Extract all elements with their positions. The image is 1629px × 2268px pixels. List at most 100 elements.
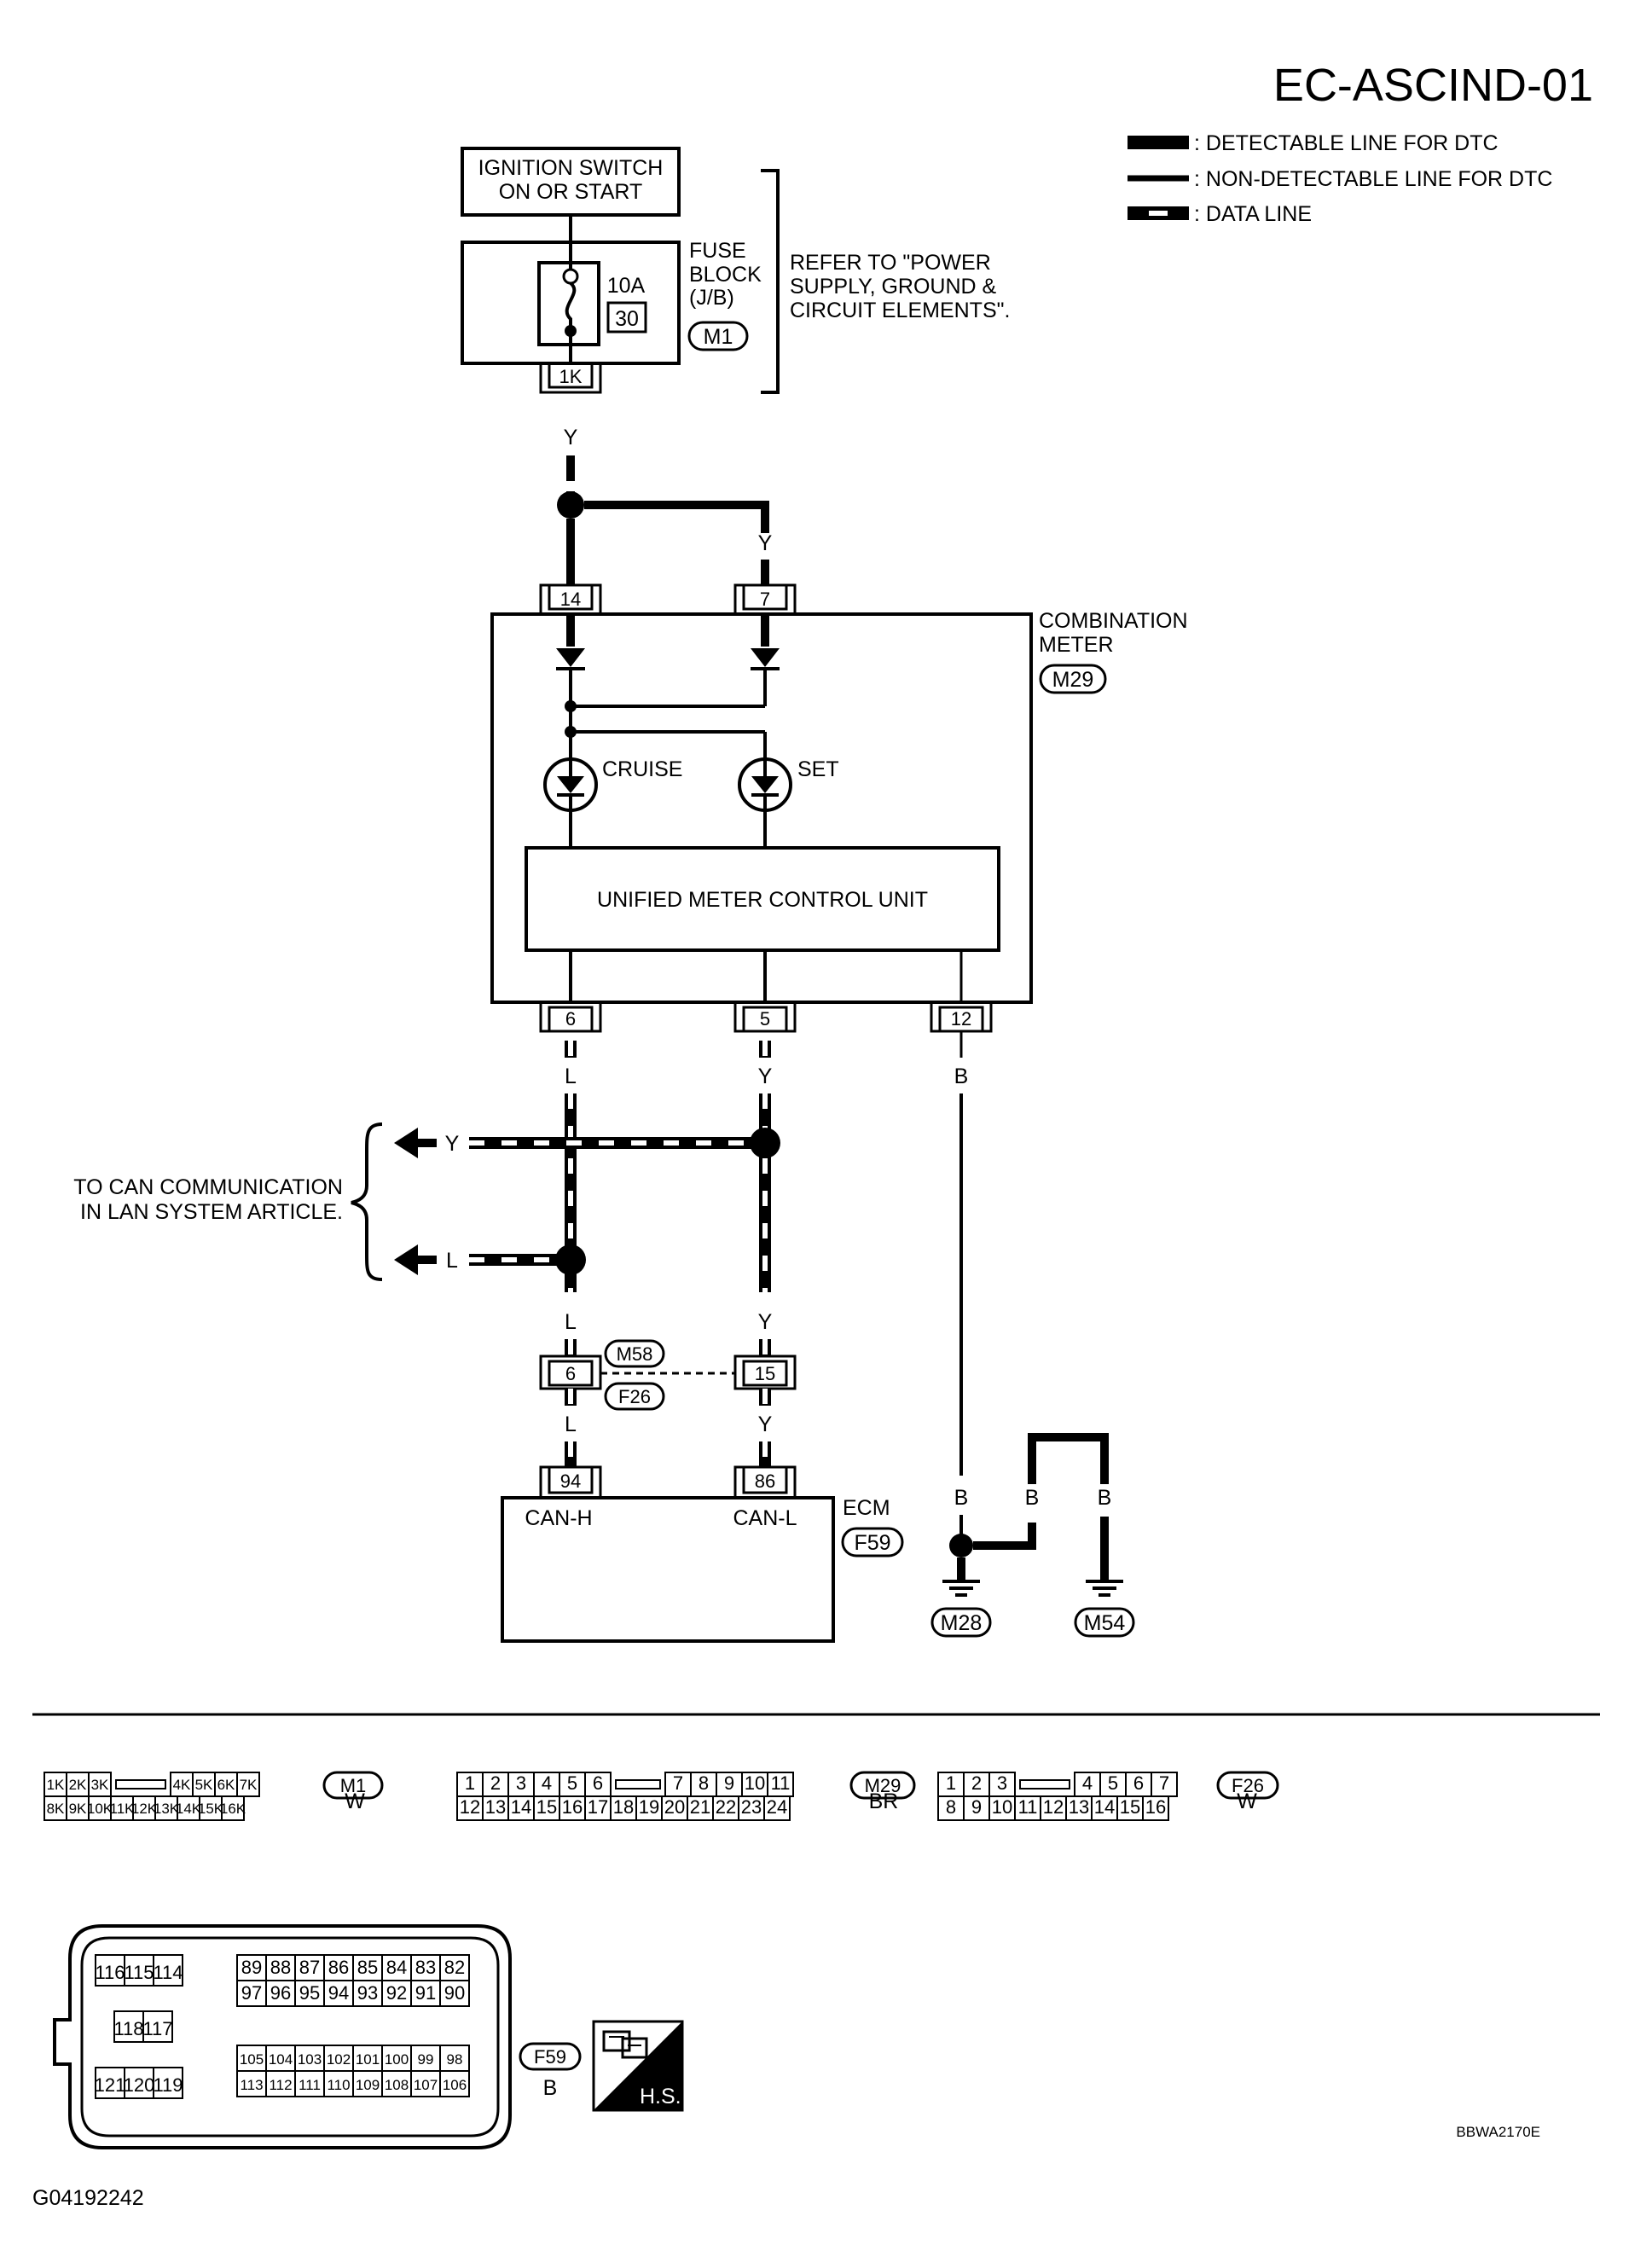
connector-icon [602, 2030, 648, 2059]
connector-pin: 106 [443, 2077, 467, 2093]
connector-m29-name: M29 [865, 1775, 901, 1796]
wire-color-l-mid: L [565, 1310, 577, 1334]
connector-pin: 16 [1145, 1796, 1166, 1818]
connector-pin: 10K [87, 1801, 113, 1817]
ecm-can-h-label: CAN-H [525, 1506, 592, 1530]
connector-pin: 114 [153, 1962, 183, 1983]
connector-pin: 99 [418, 2051, 434, 2068]
connector-pin: 90 [444, 1982, 465, 2004]
connector-pin: 112 [269, 2077, 292, 2093]
connector-pin: 88 [270, 1957, 291, 1978]
fuse-connector-id: M1 [704, 325, 733, 349]
connector-pin: 101 [356, 2051, 380, 2068]
connector-pin: 11K [110, 1801, 136, 1817]
connector-pin: 91 [415, 1982, 436, 2004]
connector-pin: 10 [745, 1772, 765, 1794]
connector-pin: 4 [542, 1772, 552, 1794]
connector-pin: 87 [299, 1957, 320, 1978]
connector-pin: 8 [946, 1796, 956, 1818]
refer-bracket [761, 169, 780, 394]
connector-pin: 21 [690, 1796, 710, 1818]
meter-pin-14: 14 [560, 589, 581, 610]
connector-pin: 4K [173, 1777, 191, 1793]
connector-pin: 7 [673, 1772, 683, 1794]
fuse-connector-badge [687, 321, 749, 351]
connector-pin: 22 [716, 1796, 736, 1818]
connector-pin: 14 [511, 1796, 531, 1818]
fuse-block-label-3: (J/B) [689, 286, 734, 310]
connector-pin: 1 [465, 1772, 475, 1794]
wire-color-l-low: L [565, 1412, 577, 1436]
wire-y-branch [584, 501, 769, 533]
connector-pin: 19 [639, 1796, 659, 1818]
connector-pin: 3 [516, 1772, 526, 1794]
arrow-left-icon [394, 1128, 418, 1158]
connector-pin: 5 [567, 1772, 577, 1794]
ecm-connector-id: F59 [854, 1531, 890, 1555]
connector-pin: 1K [47, 1777, 65, 1793]
connector-pin: 15K [198, 1801, 224, 1817]
connector-pin: 7K [240, 1777, 258, 1793]
ecm-box [501, 1496, 835, 1643]
connector-pin-cell [142, 2010, 173, 2043]
wire-color-y-low: Y [758, 1412, 773, 1436]
connector-pin-cell [439, 1980, 470, 2007]
refer-note-line3: CIRCUIT ELEMENTS". [790, 299, 1010, 322]
fuse-terminal-1k: 1K [559, 366, 583, 387]
connector-pin: 5 [1108, 1772, 1118, 1794]
connector-slot [1019, 1779, 1070, 1789]
fuse-block-label-2: BLOCK [689, 263, 762, 287]
connector-pin: 113 [240, 2077, 263, 2093]
connector-pin: 7 [1159, 1772, 1169, 1794]
meter-pin-7: 7 [760, 589, 770, 610]
connector-pin: 120 [124, 2074, 155, 2096]
connector-pin-cell [153, 2067, 183, 2099]
connector-pin: 82 [444, 1957, 465, 1978]
connector-pin: 5K [195, 1777, 213, 1793]
connector-pin: 8K [47, 1801, 65, 1817]
ground-m28: M28 [941, 1611, 983, 1635]
connector-pin: 110 [327, 2077, 350, 2093]
connector-pin: 84 [386, 1957, 407, 1978]
connector-pin: 97 [241, 1982, 262, 2004]
page-title: EC-ASCIND-01 [1273, 60, 1593, 111]
wire-color-b-g1: B [954, 1486, 969, 1510]
connector-pin: 9 [724, 1772, 734, 1794]
splice-y [750, 1128, 780, 1158]
connector-pin: 94 [328, 1982, 349, 2004]
combination-meter-label-2: METER [1039, 633, 1114, 657]
connector-pin: 8 [699, 1772, 709, 1794]
connector-pin: 118 [113, 2018, 143, 2039]
figure-code: BBWA2170E [1456, 2124, 1540, 2140]
connector-pin-cell [221, 1795, 245, 1821]
wire-color-y2: Y [758, 531, 773, 555]
connector-pin: 12 [460, 1796, 480, 1818]
connector-pin: 10 [992, 1796, 1012, 1818]
set-lamp-label: SET [797, 757, 839, 781]
connector-pin: 9 [971, 1796, 982, 1818]
legend-non-detectable: : NON-DETECTABLE LINE FOR DTC [1194, 167, 1552, 191]
connector-pin: 115 [124, 1962, 154, 1983]
connector-pin: 102 [327, 2051, 351, 2068]
wire-color-y1: Y [564, 426, 578, 450]
connector-m29-color: BR [869, 1789, 899, 1813]
fuse-icon [565, 281, 577, 331]
connector-pin: 117 [142, 2018, 172, 2039]
connector-pin: 12K [131, 1801, 158, 1817]
connector-pin: 15 [1120, 1796, 1140, 1818]
fuse-number: 30 [615, 307, 639, 331]
connector-pin: 11 [1018, 1796, 1038, 1818]
connector-pin: 12 [1043, 1796, 1064, 1818]
arrow-left-icon [394, 1244, 418, 1275]
connector-slot [615, 1779, 661, 1789]
wire-color-b-g2: B [1025, 1486, 1040, 1510]
connector-pin: 3 [997, 1772, 1007, 1794]
ground-icon [1086, 1580, 1123, 1597]
connector-pin: 9K [69, 1801, 87, 1817]
connector-pin: 95 [299, 1982, 320, 2004]
ground-splice [949, 1534, 973, 1557]
connector-pin: 18 [613, 1796, 634, 1818]
meter-connector-id: M29 [1052, 668, 1094, 692]
meter-pin-6: 6 [565, 1008, 576, 1030]
